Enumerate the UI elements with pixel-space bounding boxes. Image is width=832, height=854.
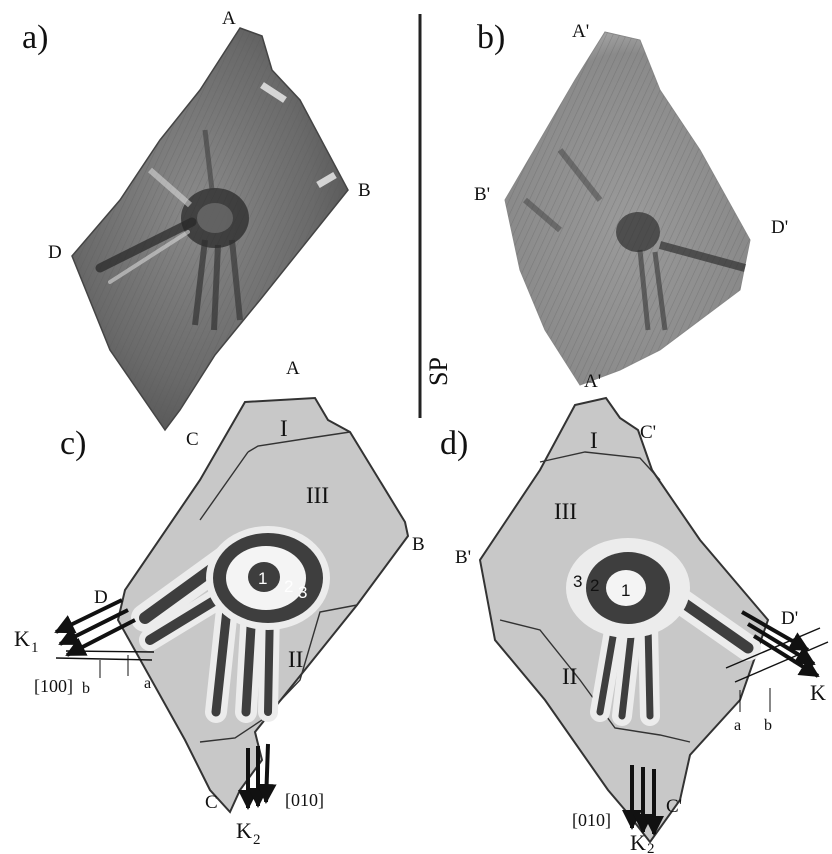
schematic-d-zone-3: 3 (573, 572, 582, 591)
streak-photo-a-4 (214, 245, 218, 330)
schematic-c-k2-subscript: 2 (253, 832, 261, 848)
photo-a-corner-b: B (358, 180, 371, 201)
photo-b (505, 32, 750, 385)
schematic-c-corner-d: D (94, 587, 108, 608)
center-core-photo-a (197, 203, 233, 233)
photo-b-corner-b: B' (474, 184, 490, 205)
schematic-d-zone-2: 2 (590, 576, 599, 595)
schematic-d-zone-1: 1 (621, 581, 630, 600)
schematic-c-k1-subscript: 1 (31, 640, 39, 656)
schematic-c-region-iii: III (306, 483, 329, 508)
schematic-c-direction-010: [010] (285, 790, 324, 810)
panel-label-c: c) (60, 425, 86, 462)
schematic-d-corner-b: B' (455, 547, 471, 568)
dark-leg-d-3 (648, 625, 650, 716)
schematic-c-zone-3: 3 (298, 583, 307, 602)
photo-a (72, 28, 348, 430)
schematic-c-spacing-b: b (82, 680, 90, 697)
lattice-line-c-2 (66, 651, 154, 652)
panel-label-d: d) (440, 425, 468, 462)
schematic-d-corner-c: C' (666, 796, 682, 817)
photo-a-corner-c: C (186, 429, 199, 450)
lattice-line-c-1 (56, 658, 152, 660)
schematic-c-spacing-a: a (144, 675, 151, 692)
schematic-c-zone-2: 2 (284, 577, 293, 596)
schematic-c-region-i: I (280, 416, 288, 441)
schematic-d-region-ii: II (562, 664, 577, 689)
texture-photo-b (505, 32, 750, 385)
schematic-d-spacing-b: b (764, 717, 772, 734)
schematic-c-region-ii: II (288, 647, 303, 672)
schematic-d-spacing-a: a (734, 717, 741, 734)
center-photo-b (616, 212, 660, 252)
schematic-d (480, 398, 828, 842)
schematic-d-k2-label: K (630, 830, 646, 854)
schematic-d-corner-a: A' (584, 371, 601, 392)
schematic-d-corner-d: D' (781, 608, 798, 629)
schematic-d-region-iii: III (554, 499, 577, 524)
schematic-d-k1-label: K (810, 680, 826, 705)
schematic-c-k2-label: K (236, 818, 252, 843)
schematic-c-k1-label: K (14, 626, 30, 651)
schematic-c-zone-1: 1 (258, 569, 267, 588)
panel-label-a: a) (22, 19, 48, 56)
photo-b-corner-a: A' (572, 21, 589, 42)
photo-b-corner-d: D' (771, 217, 788, 238)
schematic-c-corner-b: B (412, 534, 425, 555)
schematic-d-direction-010: [010] (572, 810, 611, 830)
schematic-d-region-i: I (590, 428, 598, 453)
schematic-c-corner-a: A (286, 358, 300, 379)
schematic-c-direction-100: [100] (34, 676, 73, 696)
schematic-c-corner-c: C (205, 792, 218, 813)
photo-a-corner-a: A (222, 8, 236, 29)
schematic-d-k2-subscript: 2 (647, 841, 655, 854)
photo-a-corner-d: D (48, 242, 62, 263)
panel-label-b: b) (477, 19, 505, 56)
schematic-c (56, 398, 408, 812)
separator-label: SP (424, 357, 453, 386)
k2-arrow-c-3 (266, 744, 268, 802)
